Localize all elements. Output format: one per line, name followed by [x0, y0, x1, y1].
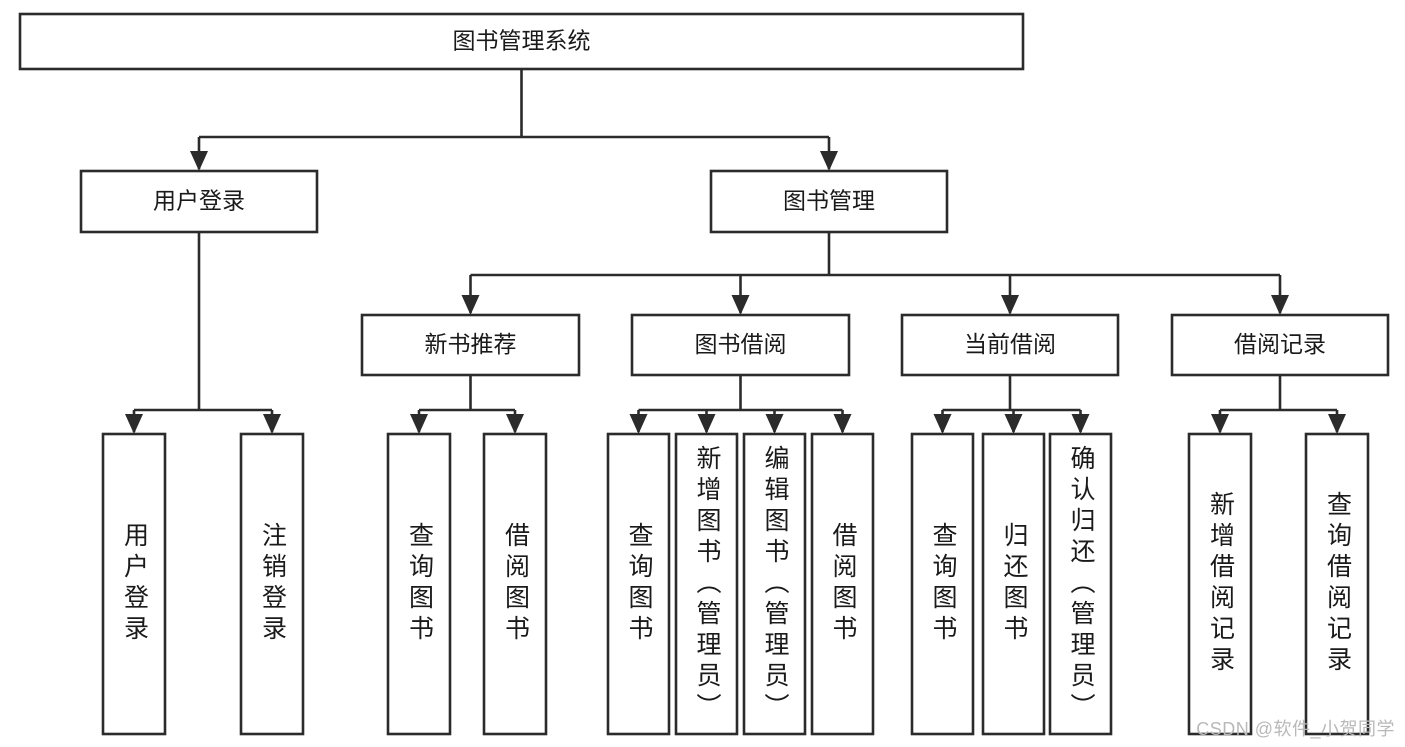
arrow-head-icon — [1001, 295, 1019, 315]
leaf-node-4-查询图书[interactable] — [606, 432, 671, 736]
node-label-level3-0: 新书推荐 — [425, 331, 517, 357]
leaf-node-6-编辑图书（管理员）[interactable] — [742, 432, 807, 736]
leaf-node-1-注销登录[interactable] — [239, 432, 305, 736]
arrow-head-icon — [1071, 414, 1090, 434]
leaf-node-10-确认归还（管理员）[interactable] — [1048, 432, 1113, 736]
arrow-head-icon — [1328, 414, 1346, 434]
leaf-node-2-查询图书[interactable] — [386, 432, 452, 736]
connector-layer — [125, 69, 1346, 434]
leaf-node-7-借阅图书[interactable] — [810, 432, 875, 736]
node-level3-新书推荐[interactable] — [360, 313, 581, 377]
leaf-node-9-归还图书[interactable] — [981, 432, 1046, 736]
node-level2-用户登录[interactable] — [79, 169, 319, 234]
node-label-level3-3: 借阅记录 — [1234, 331, 1326, 357]
arrow-head-icon — [1004, 414, 1023, 434]
arrow-head-icon — [933, 414, 952, 434]
leaf-node-3-借阅图书[interactable] — [482, 432, 548, 736]
box-layer — [18, 12, 1390, 736]
arrow-head-icon — [629, 414, 648, 434]
node-root-图书管理系统[interactable] — [18, 12, 1025, 71]
arrow-head-icon — [765, 414, 784, 434]
arrow-head-icon — [506, 414, 524, 434]
arrow-head-icon — [461, 295, 480, 315]
arrow-head-icon — [263, 414, 281, 434]
node-label-level2-1: 图书管理 — [783, 188, 875, 214]
arrow-head-icon — [410, 414, 428, 434]
csdn-watermark: CSDN @软件_小贺同学 — [1196, 719, 1395, 739]
leaf-node-0-用户登录[interactable] — [101, 432, 167, 736]
arrow-head-icon — [125, 414, 143, 434]
arrow-head-icon — [820, 151, 838, 171]
node-label-level3-1: 图书借阅 — [695, 331, 787, 357]
node-level3-当前借阅[interactable] — [900, 313, 1120, 377]
arrow-head-icon — [833, 414, 852, 434]
node-label-root: 图书管理系统 — [453, 28, 591, 54]
arrow-head-icon — [1211, 414, 1229, 434]
arrow-head-icon — [697, 414, 716, 434]
arrow-head-icon — [1271, 295, 1289, 315]
node-label-level3-2: 当前借阅 — [964, 331, 1056, 357]
leaf-node-8-查询图书[interactable] — [910, 432, 975, 736]
node-level3-图书借阅[interactable] — [630, 313, 851, 377]
leaf-node-5-新增图书（管理员）[interactable] — [674, 432, 739, 736]
node-level2-图书管理[interactable] — [709, 169, 949, 234]
leaf-node-12-查询借阅记录[interactable] — [1304, 432, 1370, 736]
arrow-head-icon — [190, 151, 208, 171]
node-level3-借阅记录[interactable] — [1170, 313, 1390, 377]
node-label-level2-0: 用户登录 — [153, 188, 245, 214]
arrow-head-icon — [731, 295, 750, 315]
leaf-node-11-新增借阅记录[interactable] — [1187, 432, 1253, 736]
